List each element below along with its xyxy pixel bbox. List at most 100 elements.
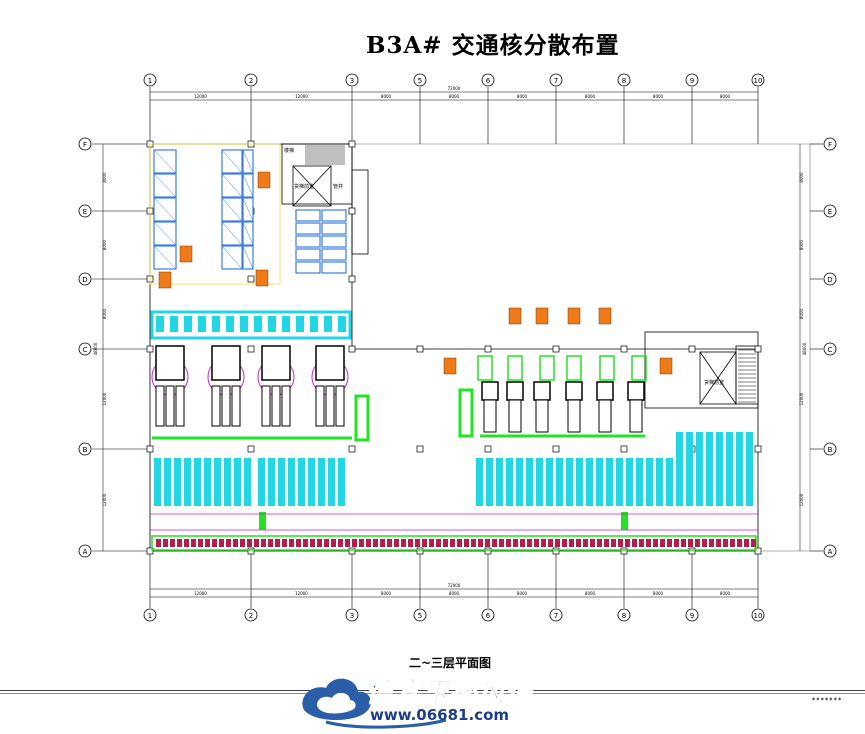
storage-bin: [244, 458, 251, 506]
cart: [317, 539, 322, 547]
storage-bin: [716, 432, 723, 506]
storage-bin: [526, 458, 533, 506]
forklift-icon: [567, 307, 581, 325]
cart: [667, 539, 672, 547]
machine-unit: [231, 385, 241, 427]
dimension-span: 8000: [799, 239, 804, 250]
cart: [597, 539, 602, 547]
conveyor-band: [150, 310, 352, 340]
storage-bin: [174, 458, 181, 506]
grid-col-label: 1: [148, 612, 152, 620]
conveyor-segment: [156, 316, 164, 332]
cart: [429, 539, 434, 547]
storage-rack: [321, 222, 347, 235]
machine-feed: [599, 355, 615, 381]
grid-row-label: C: [828, 346, 833, 354]
dimension-span: 8000: [585, 591, 596, 596]
cart: [219, 539, 224, 547]
production-machine: [596, 381, 614, 401]
cart: [709, 539, 714, 547]
structural-column: [552, 345, 560, 353]
grid-bubble: [78, 204, 92, 218]
storage-bin: [726, 432, 733, 506]
grid-bubble: [78, 272, 92, 286]
cart: [352, 539, 357, 547]
grid-bubble: [244, 73, 258, 87]
grid-bubble: [481, 73, 495, 87]
dimension-span: 8000: [102, 172, 107, 183]
cart: [415, 539, 420, 547]
storage-rack: [321, 248, 347, 261]
cart: [576, 539, 581, 547]
storage-rack: [221, 221, 243, 246]
storage-rack: [321, 261, 347, 274]
storage-rack: [221, 173, 243, 198]
storage-rack: [242, 149, 254, 174]
storage-bin: [656, 458, 663, 506]
cart: [191, 539, 196, 547]
storage-bin: [496, 458, 503, 506]
cart: [541, 539, 546, 547]
storage-rack: [242, 173, 254, 198]
storage-bin: [298, 458, 305, 506]
cart: [170, 539, 175, 547]
structural-column: [688, 547, 696, 555]
grid-col-label: 5: [418, 612, 422, 620]
grid-bubble: [78, 442, 92, 456]
grid-bubble: [143, 73, 157, 87]
machine-feed: [631, 355, 647, 381]
cart: [485, 539, 490, 547]
grid-col-label: 9: [690, 612, 694, 620]
storage-bin: [666, 458, 673, 506]
cart: [226, 539, 231, 547]
grid-row-label: E: [828, 208, 832, 216]
grid-bubble: [685, 73, 699, 87]
storage-bin: [278, 458, 285, 506]
cart: [513, 539, 518, 547]
zone-boundary: [149, 143, 281, 285]
cart: [562, 539, 567, 547]
dimension-span: 8000: [102, 308, 107, 319]
cart: [324, 539, 329, 547]
cart: [394, 539, 399, 547]
dimension-span: 8000: [449, 591, 460, 596]
grid-col-label: 8: [622, 77, 626, 85]
storage-rack: [295, 235, 321, 248]
storage-bin: [696, 432, 703, 506]
grid-bubble: [549, 73, 563, 87]
grid-bubble: [78, 137, 92, 151]
grid-bubble: [143, 608, 157, 622]
cart: [569, 539, 574, 547]
grid-bubble: [413, 73, 427, 87]
structural-column: [484, 547, 492, 555]
cart: [702, 539, 707, 547]
cart: [443, 539, 448, 547]
conveyor-segment: [170, 316, 178, 332]
grid-row-label: A: [83, 548, 88, 556]
machine-unit: [508, 399, 522, 433]
floor-caption: 二~三层平面图: [409, 656, 492, 670]
cart: [632, 539, 637, 547]
machine-unit: [221, 385, 231, 427]
storage-bin: [328, 458, 335, 506]
storage-bin: [596, 458, 603, 506]
grid-row-label: F: [83, 141, 87, 149]
footer-note: ◆ ◆ ◆ ◆ ◆ ◆ ◆: [812, 696, 842, 701]
cart: [590, 539, 595, 547]
cart: [604, 539, 609, 547]
cart: [198, 539, 203, 547]
storage-bin: [566, 458, 573, 506]
structural-column: [754, 445, 762, 453]
grid-bubble: [617, 73, 631, 87]
forklift-icon: [179, 245, 193, 263]
conveyor-segment: [310, 316, 318, 332]
cart: [261, 539, 266, 547]
dimension-span: 8000: [720, 94, 731, 99]
dimension-total: 48000: [802, 342, 807, 355]
dimension-span: 8000: [449, 94, 460, 99]
storage-bin: [676, 432, 683, 506]
cart: [499, 539, 504, 547]
cart: [387, 539, 392, 547]
machine-unit: [271, 385, 281, 427]
storage-bin: [476, 458, 483, 506]
